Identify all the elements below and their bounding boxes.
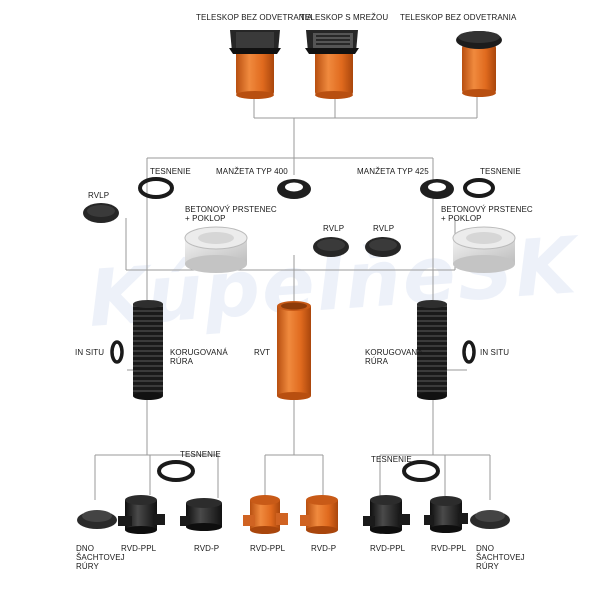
label-manzeta-425: MANŽETA TYP 425 (357, 167, 429, 176)
telescope-without-vent-right (456, 31, 502, 97)
cuff-425 (420, 179, 454, 199)
label-concrete-ring-left: BETONOVÝ PRSTENEC + POKLOP (185, 205, 277, 223)
label-shaft-bottom-left: DNO ŠACHTOVEJ RÚRY (76, 544, 125, 571)
label-rvd-ppl-2: RVD-PPL (250, 544, 286, 553)
label-rvlp-mid2: RVLP (373, 224, 395, 233)
label-rvlp-mid: RVLP (323, 224, 345, 233)
rvlp-cover-mid-right (365, 237, 401, 257)
label-tesnenie-bottom-left: TESNENIE (180, 450, 221, 459)
label-rvd-p-1: RVD-P (194, 544, 220, 553)
concrete-ring-right (452, 226, 516, 273)
rvd-ppl-orange (243, 495, 288, 534)
label-rvd-ppl-3: RVD-PPL (370, 544, 406, 553)
label-in-situ-left: IN SITU (75, 348, 105, 357)
rvd-ppl-black-1 (118, 495, 165, 534)
telescope-without-vent-left (229, 30, 281, 99)
label-rvd-ppl-4: RVD-PPL (431, 544, 467, 553)
label-telescope-without-vent-left: TELESKOP BEZ ODVETRANIA (196, 13, 313, 22)
label-shaft-bottom-right: DNO ŠACHTOVEJ RÚRY (476, 544, 525, 571)
in-situ-seal-left (110, 340, 124, 364)
label-manzeta-400: MANŽETA TYP 400 (216, 167, 288, 176)
rvd-p-black-1 (180, 498, 222, 531)
rvd-p-orange (300, 495, 338, 534)
cuff-400 (277, 179, 311, 199)
label-telescope-with-grate: TELESKOP S MREŽOU (300, 13, 389, 22)
label-tesnenie-left: TESNENIE (150, 167, 191, 176)
rvlp-cover-left (83, 203, 119, 223)
shaft-bottom-left (77, 510, 117, 529)
label-telescope-without-vent-right: TELESKOP BEZ ODVETRANIA (400, 13, 517, 22)
shaft-bottom-right (470, 510, 510, 529)
seal-ring-right (463, 178, 495, 198)
in-situ-seal-right (462, 340, 476, 364)
label-corrugated-pipe-left: KORUGOVANÁ RÚRA (170, 348, 228, 366)
label-concrete-ring-right: BETONOVÝ PRSTENEC + POKLOP (441, 205, 533, 223)
connector-lines (94, 95, 491, 500)
rvt-pipe (277, 301, 311, 400)
label-rvlp-left: RVLP (88, 191, 110, 200)
label-tesnenie-bottom-right: TESNENIE (371, 455, 412, 464)
corrugated-pipe-left (133, 300, 163, 400)
label-rvt: RVT (254, 348, 271, 357)
label-in-situ-right: IN SITU (480, 348, 510, 357)
rvd-ppl-black-2 (363, 495, 410, 534)
label-rvd-ppl-1: RVD-PPL (121, 544, 157, 553)
label-rvd-p-2: RVD-P (311, 544, 337, 553)
bottom-seal-right (402, 460, 440, 482)
concrete-ring-left (184, 226, 248, 273)
rvlp-cover-mid-left (313, 237, 349, 257)
label-corrugated-pipe-right: KORUGOVANÁ RÚRA (365, 348, 423, 366)
seal-ring-left (138, 177, 174, 199)
corrugated-pipe-right (417, 300, 447, 400)
telescope-with-grate (305, 30, 359, 99)
bottom-seal-left (157, 460, 195, 482)
rvd-ppl-black-3 (424, 496, 468, 533)
label-tesnenie-right: TESNENIE (480, 167, 521, 176)
